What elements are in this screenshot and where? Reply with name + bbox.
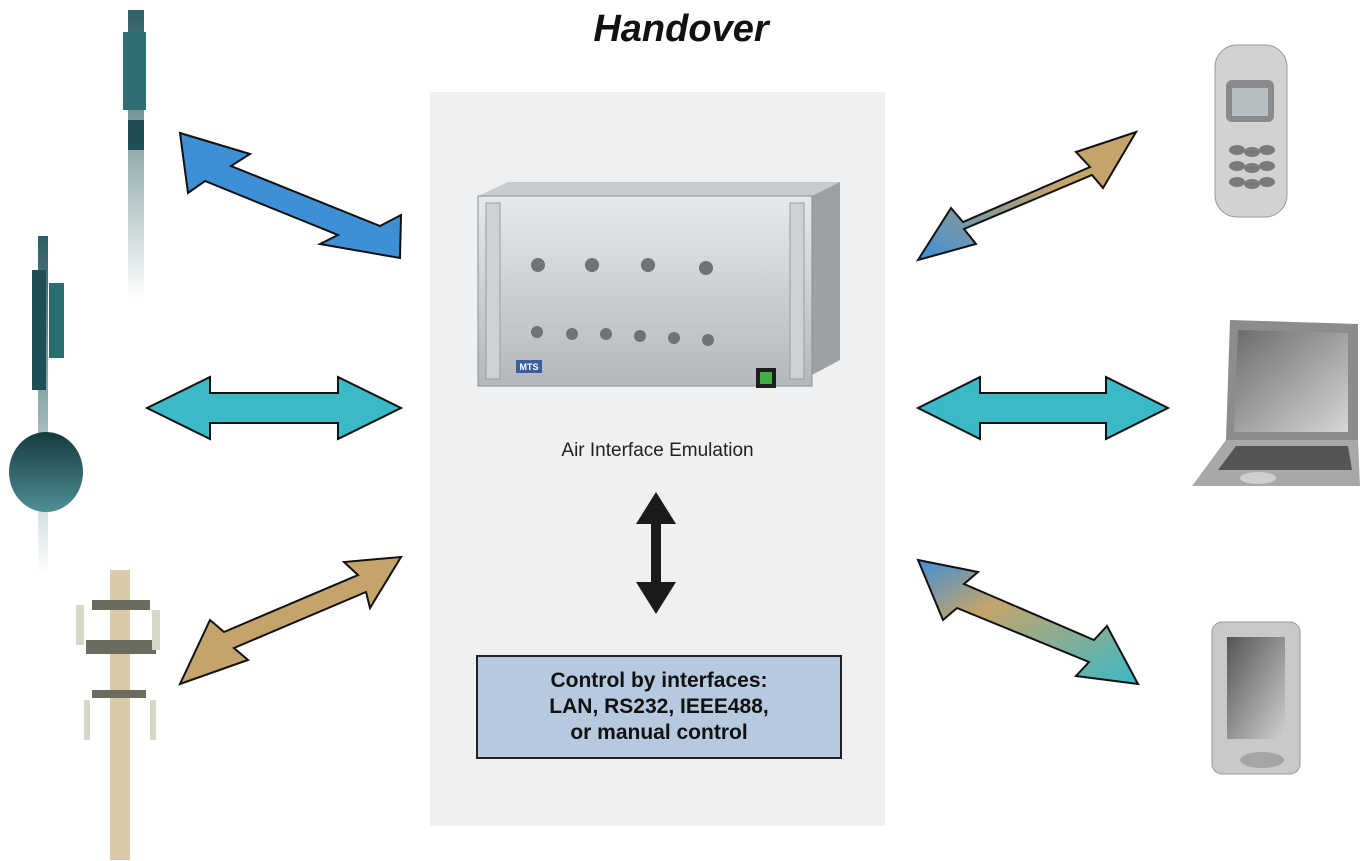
mobile-phone-icon [1214,44,1288,218]
arrow-right-bottom [916,558,1140,686]
control-interfaces-text: Control by interfaces: LAN, RS232, IEEE4… [549,668,769,745]
antenna-mast-icon [123,10,146,300]
arrow-left-middle [144,375,404,441]
laptop-icon [1192,320,1360,486]
air-interface-emulator-device: MTS [477,182,840,388]
pda-icon [1211,621,1301,775]
arrow-right-top [915,130,1139,262]
arrow-left-top [178,131,403,260]
diagram-title: Handover [593,8,769,50]
arrow-right-middle [915,375,1171,441]
device-label: Air Interface Emulation [561,440,754,461]
arrow-vertical [636,492,676,614]
dish-mast-icon [9,236,83,576]
arrow-left-bottom [178,555,403,686]
control-interfaces-box: Control by interfaces: LAN, RS232, IEEE4… [476,655,842,759]
cell-tower-icon [76,570,160,860]
brand-badge: MTS [520,362,539,372]
